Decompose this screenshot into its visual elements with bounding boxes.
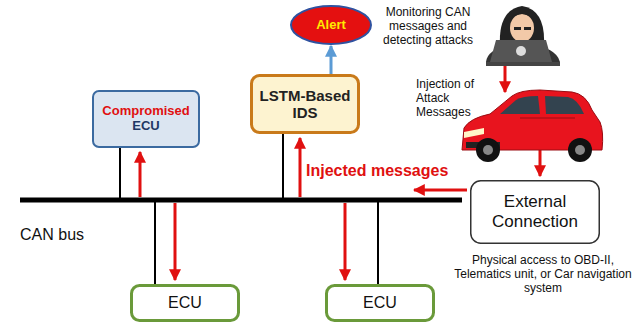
injection-arrow xyxy=(414,189,467,192)
ecu-box: ECU xyxy=(130,284,240,322)
alert-ellipse: Alert xyxy=(289,4,373,46)
node-text: ECU xyxy=(363,294,397,312)
message-arrow xyxy=(299,138,302,197)
node-text: Compromised xyxy=(102,104,189,119)
bus-stub xyxy=(154,200,156,284)
node-text: External Connection xyxy=(479,192,591,231)
bus-stub xyxy=(119,148,121,200)
message-arrow xyxy=(174,203,177,280)
node-text: Alert xyxy=(316,18,346,33)
hacker-icon xyxy=(486,6,560,66)
ids-box: LSTM-Based IDS xyxy=(250,74,360,134)
message-arrow xyxy=(344,203,347,280)
shape-outline xyxy=(327,286,434,321)
injection-arrow xyxy=(539,150,542,176)
shape-outline xyxy=(471,181,600,244)
annotation: Physical access to OBD-II, Telematics un… xyxy=(450,254,636,295)
shape-outline xyxy=(93,91,199,147)
bus-stub xyxy=(282,134,284,200)
ecu-box: ECU xyxy=(325,284,435,322)
alert-arrow xyxy=(330,46,333,74)
message-arrow xyxy=(139,152,142,197)
bus-label: Injected messages xyxy=(306,162,476,180)
bus-name: CAN bus xyxy=(20,226,110,244)
annotation: Monitoring CAN messages and detecting at… xyxy=(376,6,480,47)
injection-arrow xyxy=(504,62,507,92)
node-text: LSTM-Based IDS xyxy=(259,87,351,122)
shape-outline xyxy=(252,76,359,133)
can-bus xyxy=(20,198,462,203)
shape-outline xyxy=(132,286,239,321)
annotation: Injection of Attack Messages xyxy=(416,78,482,119)
external-connection-box: External Connection xyxy=(470,180,600,244)
car-illustration xyxy=(462,90,603,162)
node-text: ECU xyxy=(132,119,159,134)
shape-outline xyxy=(291,6,371,44)
node-text: ECU xyxy=(168,294,202,312)
compromised-ecu-box: CompromisedECU xyxy=(92,90,200,148)
bus-stub xyxy=(377,200,379,284)
